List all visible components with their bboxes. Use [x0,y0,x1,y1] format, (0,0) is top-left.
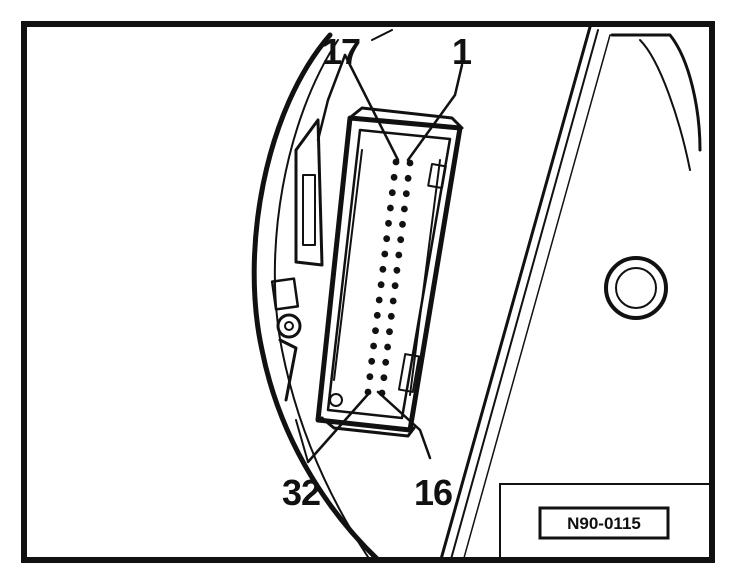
connector-pin [379,265,387,273]
connector-lip-top [350,106,464,130]
connector-pin [388,189,396,197]
connector-pin [385,219,392,227]
connector-pin [404,174,412,182]
leader-line-32 [306,390,372,464]
connector-pin [384,343,391,351]
guide-rib [278,338,298,402]
connector-pin [389,297,397,305]
connector-pin [393,266,401,274]
figure-frame [21,21,715,563]
reference-code: N90-0115 [567,514,641,533]
reference-code-box [538,506,670,540]
housing-plate-curve [639,39,691,171]
connector-pin [387,312,395,320]
housing-plate [610,33,702,152]
leader-line-16 [376,390,432,460]
latch-outline [294,118,324,267]
housing-outline [251,32,379,557]
callout-pin-17: 17 [322,31,360,72]
connector-key-2 [397,353,421,393]
mounting-boss-inner [615,267,657,309]
connector-pin [386,328,393,336]
connector-pin [372,327,379,335]
connector-pin [401,205,408,213]
connector-pin [380,374,388,382]
connector-key [427,162,447,190]
connector-rib [333,149,363,381]
callout-pin-32: 32 [282,472,320,513]
connector-pin [375,296,383,304]
connector-pin [391,282,399,290]
callout-pin-16: 16 [414,472,452,513]
clip-block [270,277,300,311]
connector-pin [397,236,405,244]
connector-pin [402,190,410,198]
connector-pin [399,220,406,228]
connector-pin [370,342,377,350]
leader-lines [295,53,464,464]
panel-edge-line-2 [450,29,599,557]
connector-pin [406,159,414,167]
leader-line-32b [295,419,309,463]
leader-line-17b [343,53,400,162]
mounting-boss [604,256,668,320]
connector-pin [366,373,374,381]
latch-slot [302,174,316,246]
housing-tab [371,29,393,41]
connector-pin [377,281,385,289]
connector-pin [387,204,394,212]
connector-pin [373,311,381,319]
connector-pin [381,250,389,258]
callout-pin-1: 1 [452,31,472,72]
locating-pin-center [284,321,294,331]
connector-pin [390,173,398,181]
connector-pin [383,235,391,243]
leader-line-17 [316,53,347,142]
connector-screw [329,393,343,407]
leader-line-1 [406,63,464,162]
connector-shell [315,115,463,433]
connector-lip-bottom [320,416,416,438]
panel-edge-line [440,27,592,557]
connector-pin [368,357,376,365]
locating-pin [276,313,302,339]
connector-pin [395,251,403,259]
connector-shell-inner [326,128,452,420]
panel-edge-line-3 [463,34,611,557]
connector-pin [382,358,390,366]
